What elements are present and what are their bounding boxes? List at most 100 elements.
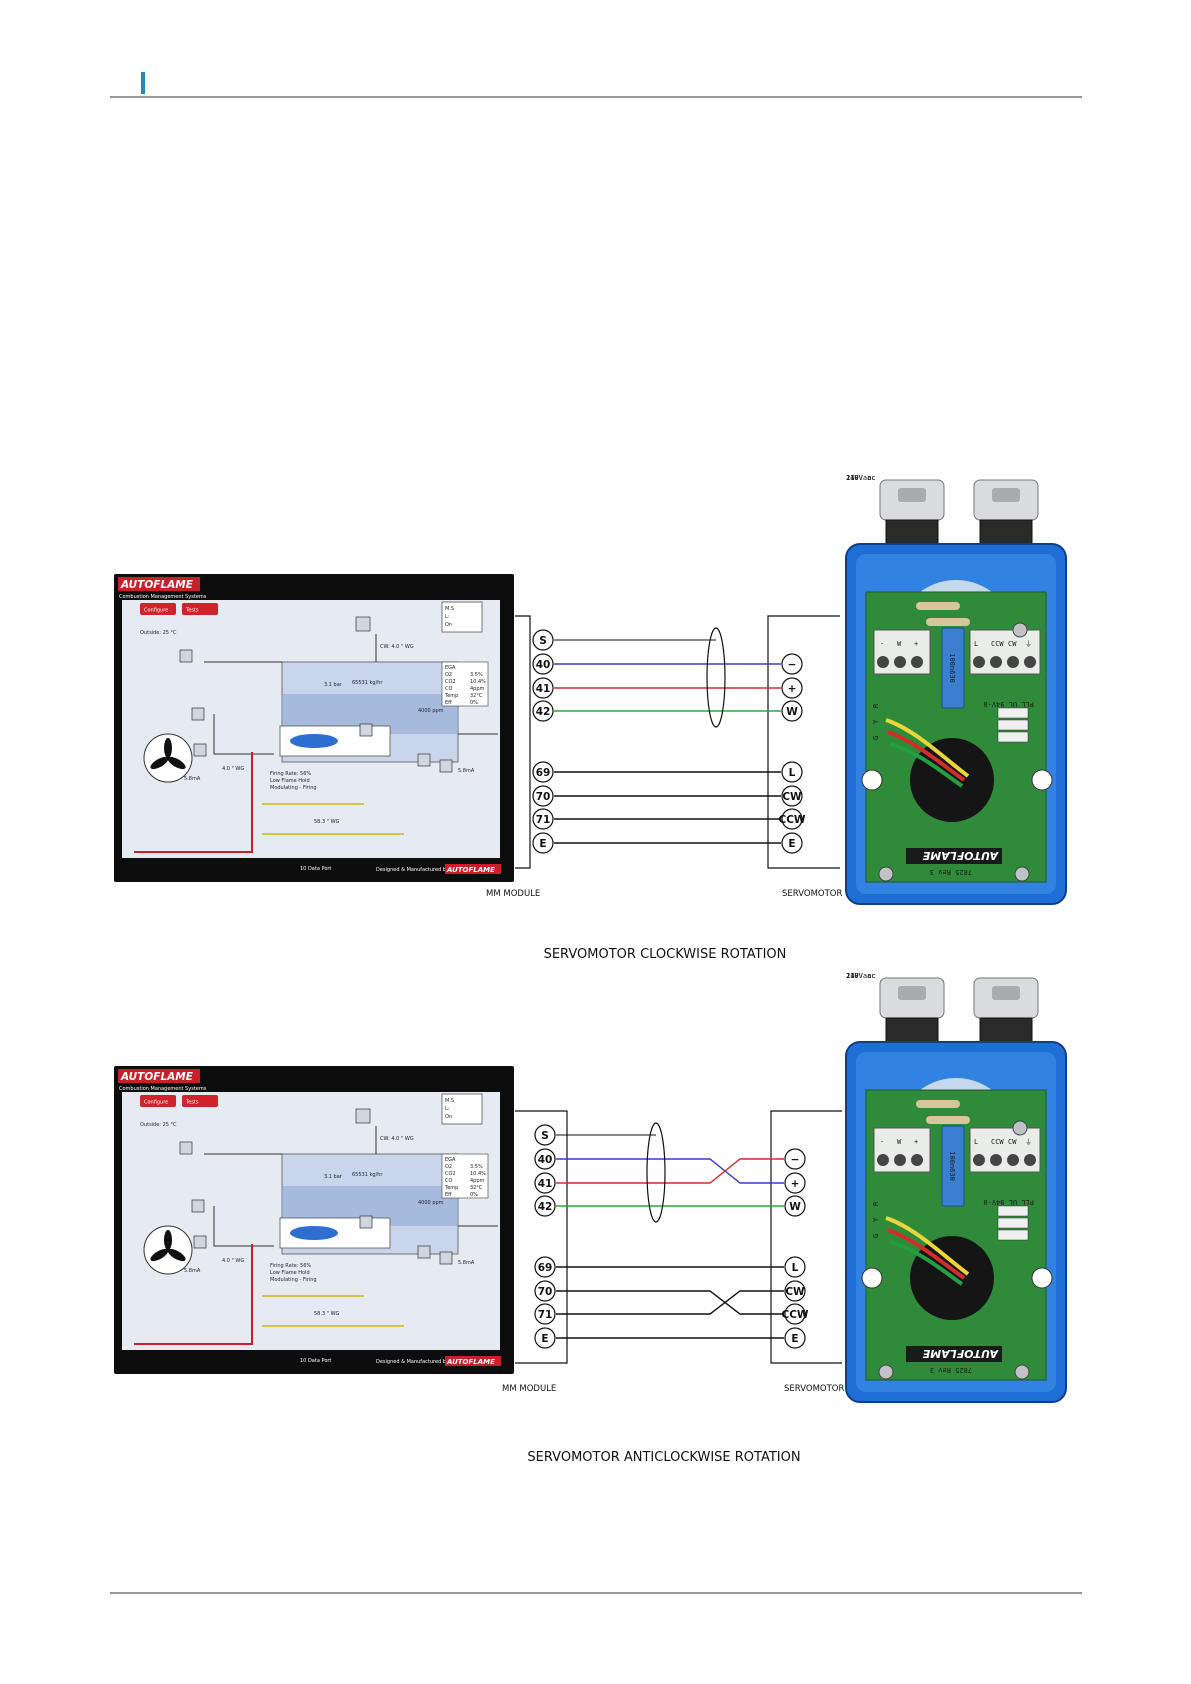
fan-pressure: 4.0 " WG [222, 766, 244, 772]
terminal-label: W [897, 1138, 902, 1146]
mm-terminal [534, 1280, 556, 1302]
ega-label: CO2 [445, 1171, 456, 1177]
mm-terminal-label: 69 [538, 1262, 553, 1274]
wire-mark-label: R [872, 1201, 880, 1206]
wire-mark-label: G [872, 736, 880, 740]
capacitor-icon [941, 627, 965, 709]
ega-label: CO2 [445, 679, 456, 685]
mm-terminal [532, 808, 554, 830]
gas-line [134, 752, 253, 853]
mm-terminal-label: E [539, 838, 546, 850]
terminal-label: CW [1008, 640, 1017, 648]
voltage-label: 24V ac [846, 972, 871, 980]
terminal-screw-icon [990, 1154, 1002, 1166]
screen-button-label: Tests [185, 608, 199, 614]
status-line: On [445, 622, 452, 628]
terminal-screw-icon [1024, 656, 1036, 668]
mm-terminal-label: 41 [536, 683, 551, 695]
footer-data-port: 10 Data Port [300, 1358, 331, 1364]
instrument-box [179, 649, 193, 663]
mm-terminal [534, 1195, 556, 1217]
mm-terminal [534, 1327, 556, 1349]
current-left: 5.8mA [184, 776, 201, 782]
terminal-screw-icon [894, 656, 906, 668]
brand-subtitle: Combustion Management Systems [119, 1086, 207, 1092]
pcb-revision: 7825 Rev 3 [930, 1366, 972, 1374]
firing-rate: Firing Rate: 56% [270, 771, 311, 777]
servo-terminal-label: E [791, 1333, 798, 1345]
mm-terminal [532, 677, 554, 699]
status-line: M.S [445, 1098, 454, 1104]
status-box [441, 1093, 483, 1125]
current-right: 5.8mA [458, 768, 475, 774]
mm-terminal-label: 41 [538, 1178, 553, 1190]
fan-blade-icon [167, 756, 186, 770]
ega-value: 32°C [470, 1185, 483, 1191]
ega-label: Temp [444, 1185, 458, 1191]
ega-panel [441, 661, 489, 707]
motor-wire-yellow [885, 1216, 970, 1276]
screen-button [140, 1095, 176, 1107]
motor-wire-green [889, 1240, 964, 1286]
terminal-label: CW [1008, 1138, 1017, 1146]
screw-icon [878, 866, 894, 882]
pcb-brand-bg [906, 848, 1002, 864]
fan-blade-icon [150, 1248, 169, 1262]
terminal-screw-icon [894, 1154, 906, 1166]
ega-value: 0% [470, 700, 478, 706]
mm-terminal-label: S [541, 1130, 549, 1142]
instrument-box [359, 723, 373, 737]
terminal-screw-icon [877, 1154, 889, 1166]
terminal-label: CCW [991, 1138, 1004, 1146]
servo-terminal-label: L [789, 767, 796, 779]
pipe [213, 1206, 274, 1247]
ega-value: 32°C [470, 693, 483, 699]
status-line: L: [445, 614, 450, 620]
mm-terminal [532, 832, 554, 854]
terminal-label: + [914, 1138, 918, 1146]
voltage-box [997, 731, 1029, 743]
terminal-label: - [880, 640, 884, 648]
header-accent-bar [141, 72, 145, 94]
mm-terminal-label: 42 [536, 706, 551, 718]
flame [290, 734, 338, 748]
servo-terminal-label: − [791, 1154, 800, 1166]
ega-value: 10.4% [470, 1171, 486, 1177]
servo-terminal-label: CCW [782, 1309, 809, 1321]
resistor-icon [916, 602, 960, 610]
terminal-screw-icon [973, 1154, 985, 1166]
terminal-label: ⏚ [1025, 640, 1032, 648]
mm-terminal-label: 40 [538, 1154, 553, 1166]
pressure-top: CW: 4.0 " WG [380, 1136, 414, 1142]
outside-temp: Outside: 25 °C [140, 630, 177, 636]
instrument-box [439, 759, 453, 773]
servo-terminal [781, 785, 803, 807]
ega-value: 3.5% [470, 672, 483, 678]
mount-hole-icon [861, 769, 883, 791]
ega-label: EGA [445, 665, 456, 671]
voltage-label: 230V ac [846, 474, 876, 482]
terminal-label: - [880, 1138, 884, 1146]
current-left: 5.8mA [184, 1268, 201, 1274]
mm-terminal [532, 700, 554, 722]
brand-logo: AUTOFLAME [120, 1071, 194, 1083]
voltage-label: 24V ac [846, 474, 871, 482]
ppm-reading: 4000 ppm [418, 708, 444, 714]
fan-blade-icon [150, 756, 169, 770]
voltage-label: 110V ac [846, 474, 876, 482]
instrument-box [193, 743, 207, 757]
mm-terminal-bracket [515, 615, 531, 869]
terminal-label: L [974, 640, 978, 648]
terminal-screw-icon [1007, 1154, 1019, 1166]
cable-gland-nut-icon [992, 986, 1020, 1000]
wire-mark-label: Y [872, 1217, 880, 1222]
ega-value: 3.5% [470, 1164, 483, 1170]
terminal-label: W [897, 640, 902, 648]
wire [556, 1158, 784, 1184]
ega-label: CO [445, 1178, 452, 1184]
voltage-box [997, 1217, 1029, 1229]
mm-terminal [534, 1256, 556, 1278]
